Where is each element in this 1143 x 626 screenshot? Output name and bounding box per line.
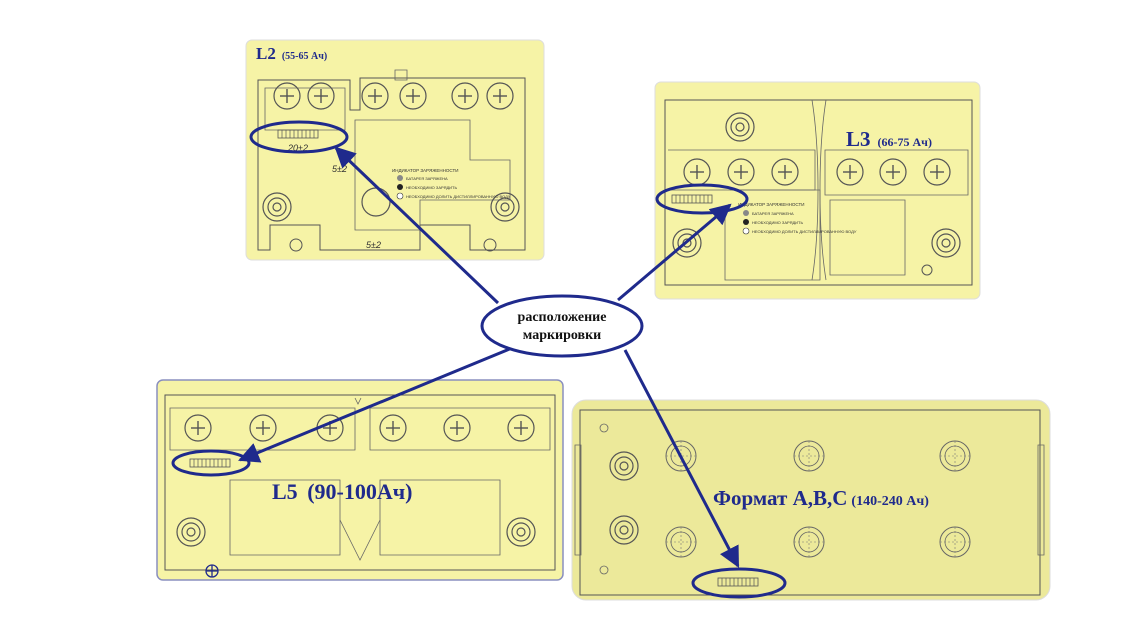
pointer-arrows	[238, 146, 740, 568]
l3-name: L3	[846, 127, 871, 151]
arrow-to-abc	[623, 349, 740, 568]
l2-charge-indicator-legend: ИНДИКАТОР ЗАРЯЖЕННОСТИ БАТАРЕЯ ЗАРЯЖЕНА …	[392, 168, 511, 200]
svg-text:БАТАРЕЯ ЗАРЯЖЕНА: БАТАРЕЯ ЗАРЯЖЕНА	[752, 211, 794, 216]
svg-text:Формат A,B,C (140-240 Ач: Формат A,B,C (140-240 Ач)	[713, 486, 929, 510]
svg-text:ИНДИКАТОР ЗАРЯЖЕННОСТИ: ИНДИКАТОР ЗАРЯЖЕННОСТИ	[392, 168, 458, 173]
arrow-to-l3	[617, 203, 732, 302]
svg-text:L5 (90-100Ач): L5 (90-100Ач)	[272, 479, 412, 504]
svg-text:НЕОБХОДИМО ДОЛИТЬ ДИСТИЛЛИРОВА: НЕОБХОДИМО ДОЛИТЬ ДИСТИЛЛИРОВАННУЮ ВОДУ	[406, 194, 511, 199]
l3-marking-ellipse	[655, 183, 749, 215]
panel-format-abc: Формат A,B,C (140-240 Ач)	[571, 399, 1051, 601]
l5-range: (90-100Ач)	[307, 479, 412, 504]
center-label-line2: маркировки	[523, 328, 602, 343]
abc-name: Формат A,B,C	[713, 486, 847, 510]
l2-marking-ellipse	[249, 120, 349, 154]
l2-dimension-top: 20±2	[287, 143, 308, 153]
l5-name: L5	[272, 479, 298, 504]
arrow-to-l5	[238, 346, 513, 463]
center-label-line1: расположение	[518, 310, 607, 325]
svg-text:НЕОБХОДИМО ЗАРЯДИТЬ: НЕОБХОДИМО ЗАРЯДИТЬ	[752, 220, 803, 225]
svg-text:ИНДИКАТОР ЗАРЯЖЕННОСТИ: ИНДИКАТОР ЗАРЯЖЕННОСТИ	[738, 202, 804, 207]
l2-dimension-mid: 5±2	[332, 164, 347, 174]
l2-range: (55-65 Ач)	[282, 51, 327, 62]
center-callout: расположение маркировки	[480, 294, 644, 358]
abc-range: (140-240 Ач)	[851, 494, 929, 509]
abc-marking-ellipse	[691, 567, 787, 599]
svg-text:L3 (66-75 Ач): L3 (66-75 Ач)	[846, 127, 932, 151]
l3-range: (66-75 Ач)	[878, 135, 932, 149]
panel-l3: ИНДИКАТОР ЗАРЯЖЕННОСТИ БАТАРЕЯ ЗАРЯЖЕНА …	[654, 81, 981, 300]
panel-l2: 20±2 5±2 5±2 ИНДИКАТОР ЗАРЯЖЕННОСТИ БАТА…	[245, 39, 545, 261]
svg-text:НЕОБХОДИМО ЗАРЯДИТЬ: НЕОБХОДИМО ЗАРЯДИТЬ	[406, 185, 457, 190]
svg-text:L2 (55-65 Ач): L2 (55-65 Ач)	[256, 44, 327, 63]
l3-charge-indicator-legend: ИНДИКАТОР ЗАРЯЖЕННОСТИ БАТАРЕЯ ЗАРЯЖЕНА …	[738, 202, 857, 235]
panel-l5: L5 (90-100Ач)	[156, 379, 564, 581]
l2-name: L2	[256, 44, 276, 63]
l5-marking-ellipse	[171, 449, 251, 477]
svg-text:БАТАРЕЯ ЗАРЯЖЕНА: БАТАРЕЯ ЗАРЯЖЕНА	[406, 176, 448, 181]
l2-dimension-bottom: 5±2	[366, 240, 381, 250]
svg-text:НЕОБХОДИМО ДОЛИТЬ ДИСТИЛЛИРОВА: НЕОБХОДИМО ДОЛИТЬ ДИСТИЛЛИРОВАННУЮ ВОДУ	[752, 229, 857, 234]
arrow-to-l2	[334, 146, 500, 305]
